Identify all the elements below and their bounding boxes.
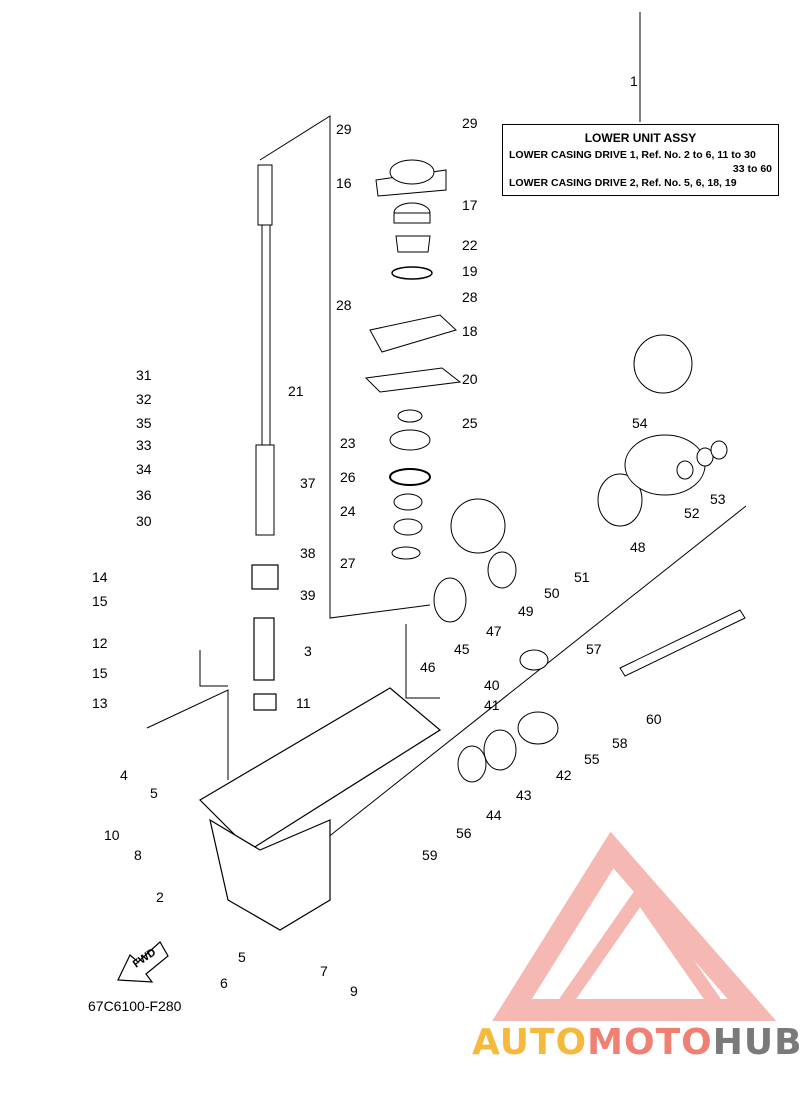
note-line-1: LOWER CASING DRIVE 1, Ref. No. 2 to 6, 1… (509, 149, 756, 161)
callout-label: 29 (336, 121, 352, 137)
callout-label: 22 (462, 237, 478, 253)
callout-label: 14 (92, 569, 108, 585)
callout-label: 58 (612, 735, 628, 751)
callout-label: 52 (684, 505, 700, 521)
watermark-logo-icon (492, 831, 777, 1021)
callout-labels: 1 2 3 4 5 5 6 7 8 9 10 11 12 13 14 15 15… (92, 73, 726, 999)
callout-label: 47 (486, 623, 502, 639)
callout-label: 41 (484, 697, 500, 713)
callout-label: 37 (300, 475, 316, 491)
callout-label: 15 (92, 665, 108, 681)
fwd-arrow-icon: FWD (117, 941, 169, 983)
gear-assembly-icon (433, 434, 746, 783)
note-line-3: LOWER CASING DRIVE 2, Ref. No. 5, 6, 18,… (509, 177, 737, 189)
callout-label: 20 (462, 371, 478, 387)
callout-label: 1 (630, 73, 638, 89)
diagram-code: 67C6100-F280 (88, 998, 182, 1014)
callout-label: 50 (544, 585, 560, 601)
callout-label: 33 (136, 437, 152, 453)
callout-label: 35 (136, 415, 152, 431)
callout-label: 13 (92, 695, 108, 711)
callout-label: 27 (340, 555, 356, 571)
callout-label: 29 (462, 115, 478, 131)
callout-label: 2 (156, 889, 164, 905)
callout-label: 31 (136, 367, 152, 383)
callout-label: 4 (120, 767, 128, 783)
callout-label: 24 (340, 503, 356, 519)
callout-label: 18 (462, 323, 478, 339)
callout-label: 28 (462, 289, 478, 305)
callout-label: 30 (136, 513, 152, 529)
callout-label: 21 (288, 383, 304, 399)
detail-circle-icon (633, 334, 693, 394)
callout-label: 54 (632, 415, 648, 431)
callout-label: 12 (92, 635, 108, 651)
watermark-part-2: MOTO (587, 1022, 713, 1063)
callout-label: 59 (422, 847, 438, 863)
drive-shaft-icon (255, 164, 275, 536)
watermark-part-3: HUB (712, 1022, 800, 1063)
callout-label: 51 (574, 569, 590, 585)
callout-label: 26 (340, 469, 356, 485)
callout-label: 60 (646, 711, 662, 727)
callout-label: 6 (220, 975, 228, 991)
callout-label: 43 (516, 787, 532, 803)
watermark-part-1: AUTO (472, 1022, 588, 1063)
callout-label: 56 (456, 825, 472, 841)
callout-label: 38 (300, 545, 316, 561)
callout-label: 44 (486, 807, 502, 823)
callout-label: 5 (238, 949, 246, 965)
callout-label: 11 (296, 695, 311, 711)
callout-label: 19 (462, 263, 478, 279)
callout-label: 49 (518, 603, 534, 619)
water-pump-parts-icon (364, 159, 462, 560)
callout-label: 57 (586, 641, 602, 657)
callout-label: 46 (420, 659, 436, 675)
callout-label: 10 (104, 827, 120, 843)
callout-label: 40 (484, 677, 500, 693)
note-line-2: 33 to 60 (732, 163, 772, 175)
detail-circle-icon (450, 498, 506, 554)
callout-label: 34 (136, 461, 152, 477)
callout-label: 45 (454, 641, 470, 657)
callout-label: 36 (136, 487, 152, 503)
callout-label: 55 (584, 751, 600, 767)
callout-label: 23 (340, 435, 356, 451)
callout-label: 25 (462, 415, 478, 431)
assembly-note-box: LOWER UNIT ASSY LOWER CASING DRIVE 1, Re… (502, 124, 779, 196)
callout-label: 8 (134, 847, 142, 863)
watermark-text: AUTOMOTOHUB (472, 1022, 800, 1063)
callout-label: 9 (350, 983, 358, 999)
callout-label: 5 (150, 785, 158, 801)
callout-label: 7 (320, 963, 328, 979)
callout-label: 15 (92, 593, 108, 609)
note-title: LOWER UNIT ASSY (584, 131, 697, 145)
callout-label: 17 (462, 197, 478, 213)
callout-label: 48 (630, 539, 646, 555)
callout-label: 39 (300, 587, 316, 603)
callout-label: 42 (556, 767, 572, 783)
callout-label: 16 (336, 175, 352, 191)
callout-label: 53 (710, 491, 726, 507)
callout-label: 28 (336, 297, 352, 313)
callout-label: 3 (304, 643, 312, 659)
lower-casing-icon (199, 564, 442, 931)
callout-label: 32 (136, 391, 152, 407)
bracket-lines (146, 12, 747, 843)
